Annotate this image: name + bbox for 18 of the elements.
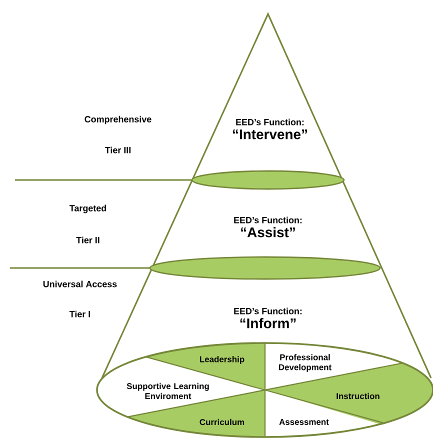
tier-label: Universal Access bbox=[43, 280, 117, 288]
function-label: “Inform” bbox=[240, 318, 296, 328]
segment-label: Supportive Learning Enviroment bbox=[126, 382, 209, 400]
function-label: “Assist” bbox=[241, 227, 295, 238]
segment-label: Professional Development bbox=[278, 354, 332, 372]
function-label: EED’s Function: bbox=[234, 216, 302, 224]
segment-label: Curriculum bbox=[200, 418, 244, 426]
tier-label: Tier II bbox=[76, 236, 100, 244]
tier-label: Tier III bbox=[104, 146, 131, 154]
segment-label: Instruction bbox=[336, 392, 380, 400]
segment-label: Leadership bbox=[200, 356, 244, 364]
tier-label: Comprehensive bbox=[84, 116, 152, 124]
tier-label: Targeted bbox=[70, 204, 106, 214]
segment-label: Assessment bbox=[279, 419, 329, 425]
function-label: “Intervene” bbox=[233, 130, 307, 140]
function-label: EED’s Function: bbox=[236, 118, 304, 126]
tier-label: Tier I bbox=[69, 310, 90, 318]
function-label: EED’s Function: bbox=[234, 308, 302, 314]
